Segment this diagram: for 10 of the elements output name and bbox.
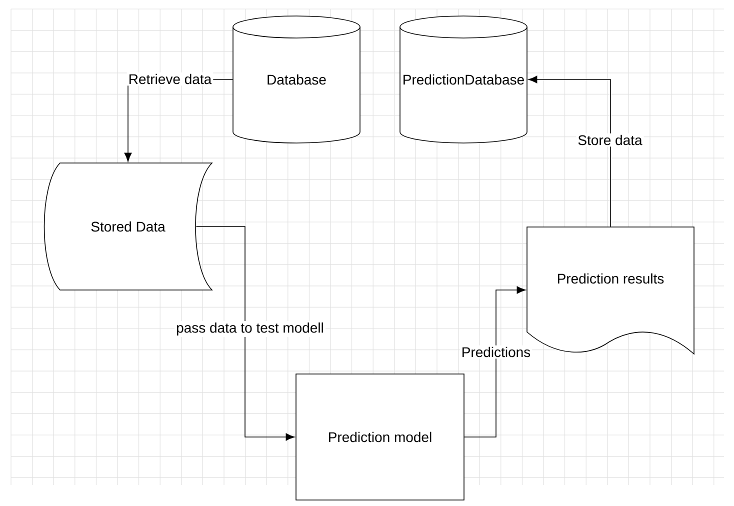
edge-label: pass data to test modell: [174, 320, 326, 338]
arrow: [464, 286, 526, 438]
edge-label: Store data: [576, 133, 644, 147]
database-cylinder: PredictionDatabase: [400, 16, 528, 144]
process-box: Prediction model: [296, 374, 464, 500]
edge-label: Retrieve data: [126, 72, 214, 86]
arrow: [196, 226, 295, 441]
arrow: [528, 76, 611, 228]
edge-label: Predictions: [460, 345, 532, 359]
database-cylinder: Database: [232, 16, 360, 144]
